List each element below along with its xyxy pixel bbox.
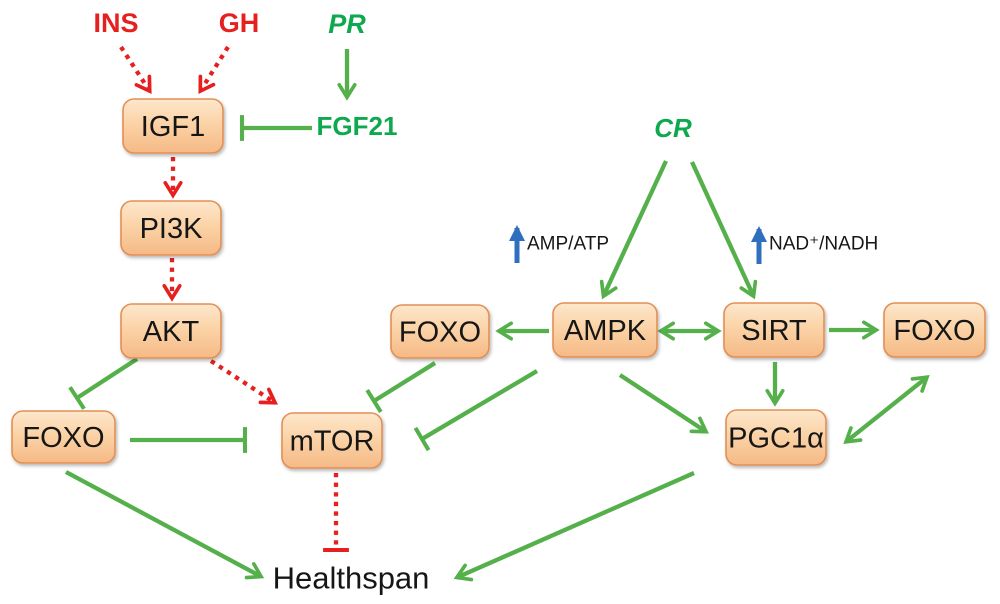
node-mtor: mTOR: [281, 412, 383, 469]
node-label-akt: AKT: [143, 316, 200, 348]
edge-ins-to-igf1: [119, 45, 152, 94]
label-cr: CR: [654, 113, 692, 143]
label-layer: INS GH PR FGF21 CR AMP/ATP NAD⁺/NADH Healthspan: [93, 8, 878, 596]
node-label-pi3k: PI3K: [140, 213, 204, 245]
edge-foxo-left-to-healthspan: [64, 470, 265, 580]
node-akt: AKT: [120, 303, 222, 359]
node-igf1: IGF1: [122, 98, 224, 154]
label-ins: INS: [93, 8, 138, 38]
node-box-pgc1a: [725, 409, 827, 466]
node-foxo-left: FOXO: [11, 410, 116, 464]
node-label-sirt: SIRT: [741, 315, 807, 347]
node-box-pi3k: [120, 200, 222, 256]
edge-cr-to-ampk: [599, 160, 668, 300]
node-label-ampk: AMPK: [564, 315, 647, 347]
node-label-pgc1a: PGC1α: [728, 423, 824, 455]
label-amp-atp: AMP/ATP: [527, 234, 609, 255]
node-box-foxo-right: [883, 302, 986, 358]
edge-gh-to-igf1: [198, 45, 230, 95]
node-pgc1a: PGC1α: [725, 409, 827, 466]
edge-akt-to-mtor: [209, 359, 278, 405]
label-healthspan: Healthspan: [273, 561, 430, 596]
node-box-sirt: [723, 302, 825, 358]
edge-pgc1a-foxo-crosstalk: [843, 375, 930, 444]
node-box-akt: [120, 303, 222, 359]
node-pi3k: PI3K: [120, 200, 222, 256]
edge-akt-inhibits-foxo-left: [68, 357, 139, 410]
node-sirt: SIRT: [723, 302, 825, 358]
node-foxo-mid: FOXO: [390, 304, 490, 359]
node-ampk: AMPK: [552, 302, 658, 358]
node-box-mtor: [281, 412, 383, 469]
edge-ampk-to-pgc1a: [618, 373, 709, 434]
node-label-igf1: IGF1: [141, 111, 205, 143]
node-box-foxo-mid: [390, 304, 490, 359]
edge-pgc1a-to-healthspan: [453, 471, 695, 582]
node-box-foxo-left: [11, 410, 116, 464]
node-label-foxo-right: FOXO: [893, 315, 975, 347]
label-pr: PR: [328, 9, 366, 39]
edge-layer: [64, 45, 930, 582]
node-box-igf1: [122, 98, 224, 154]
label-gh: GH: [219, 8, 260, 38]
node-foxo-right: FOXO: [883, 302, 986, 358]
edge-foxo-mid-inhibits-mtor: [365, 361, 437, 414]
node-box-ampk: [552, 302, 658, 358]
node-label-foxo-left: FOXO: [22, 422, 104, 454]
node-label-foxo-mid: FOXO: [399, 317, 481, 349]
edge-ampk-inhibits-mtor: [413, 369, 539, 452]
label-nad-nadh: NAD⁺/NADH: [769, 234, 878, 255]
node-label-mtor: mTOR: [290, 426, 375, 458]
edge-cr-to-sirt: [690, 161, 758, 300]
label-fgf21: FGF21: [317, 111, 398, 141]
